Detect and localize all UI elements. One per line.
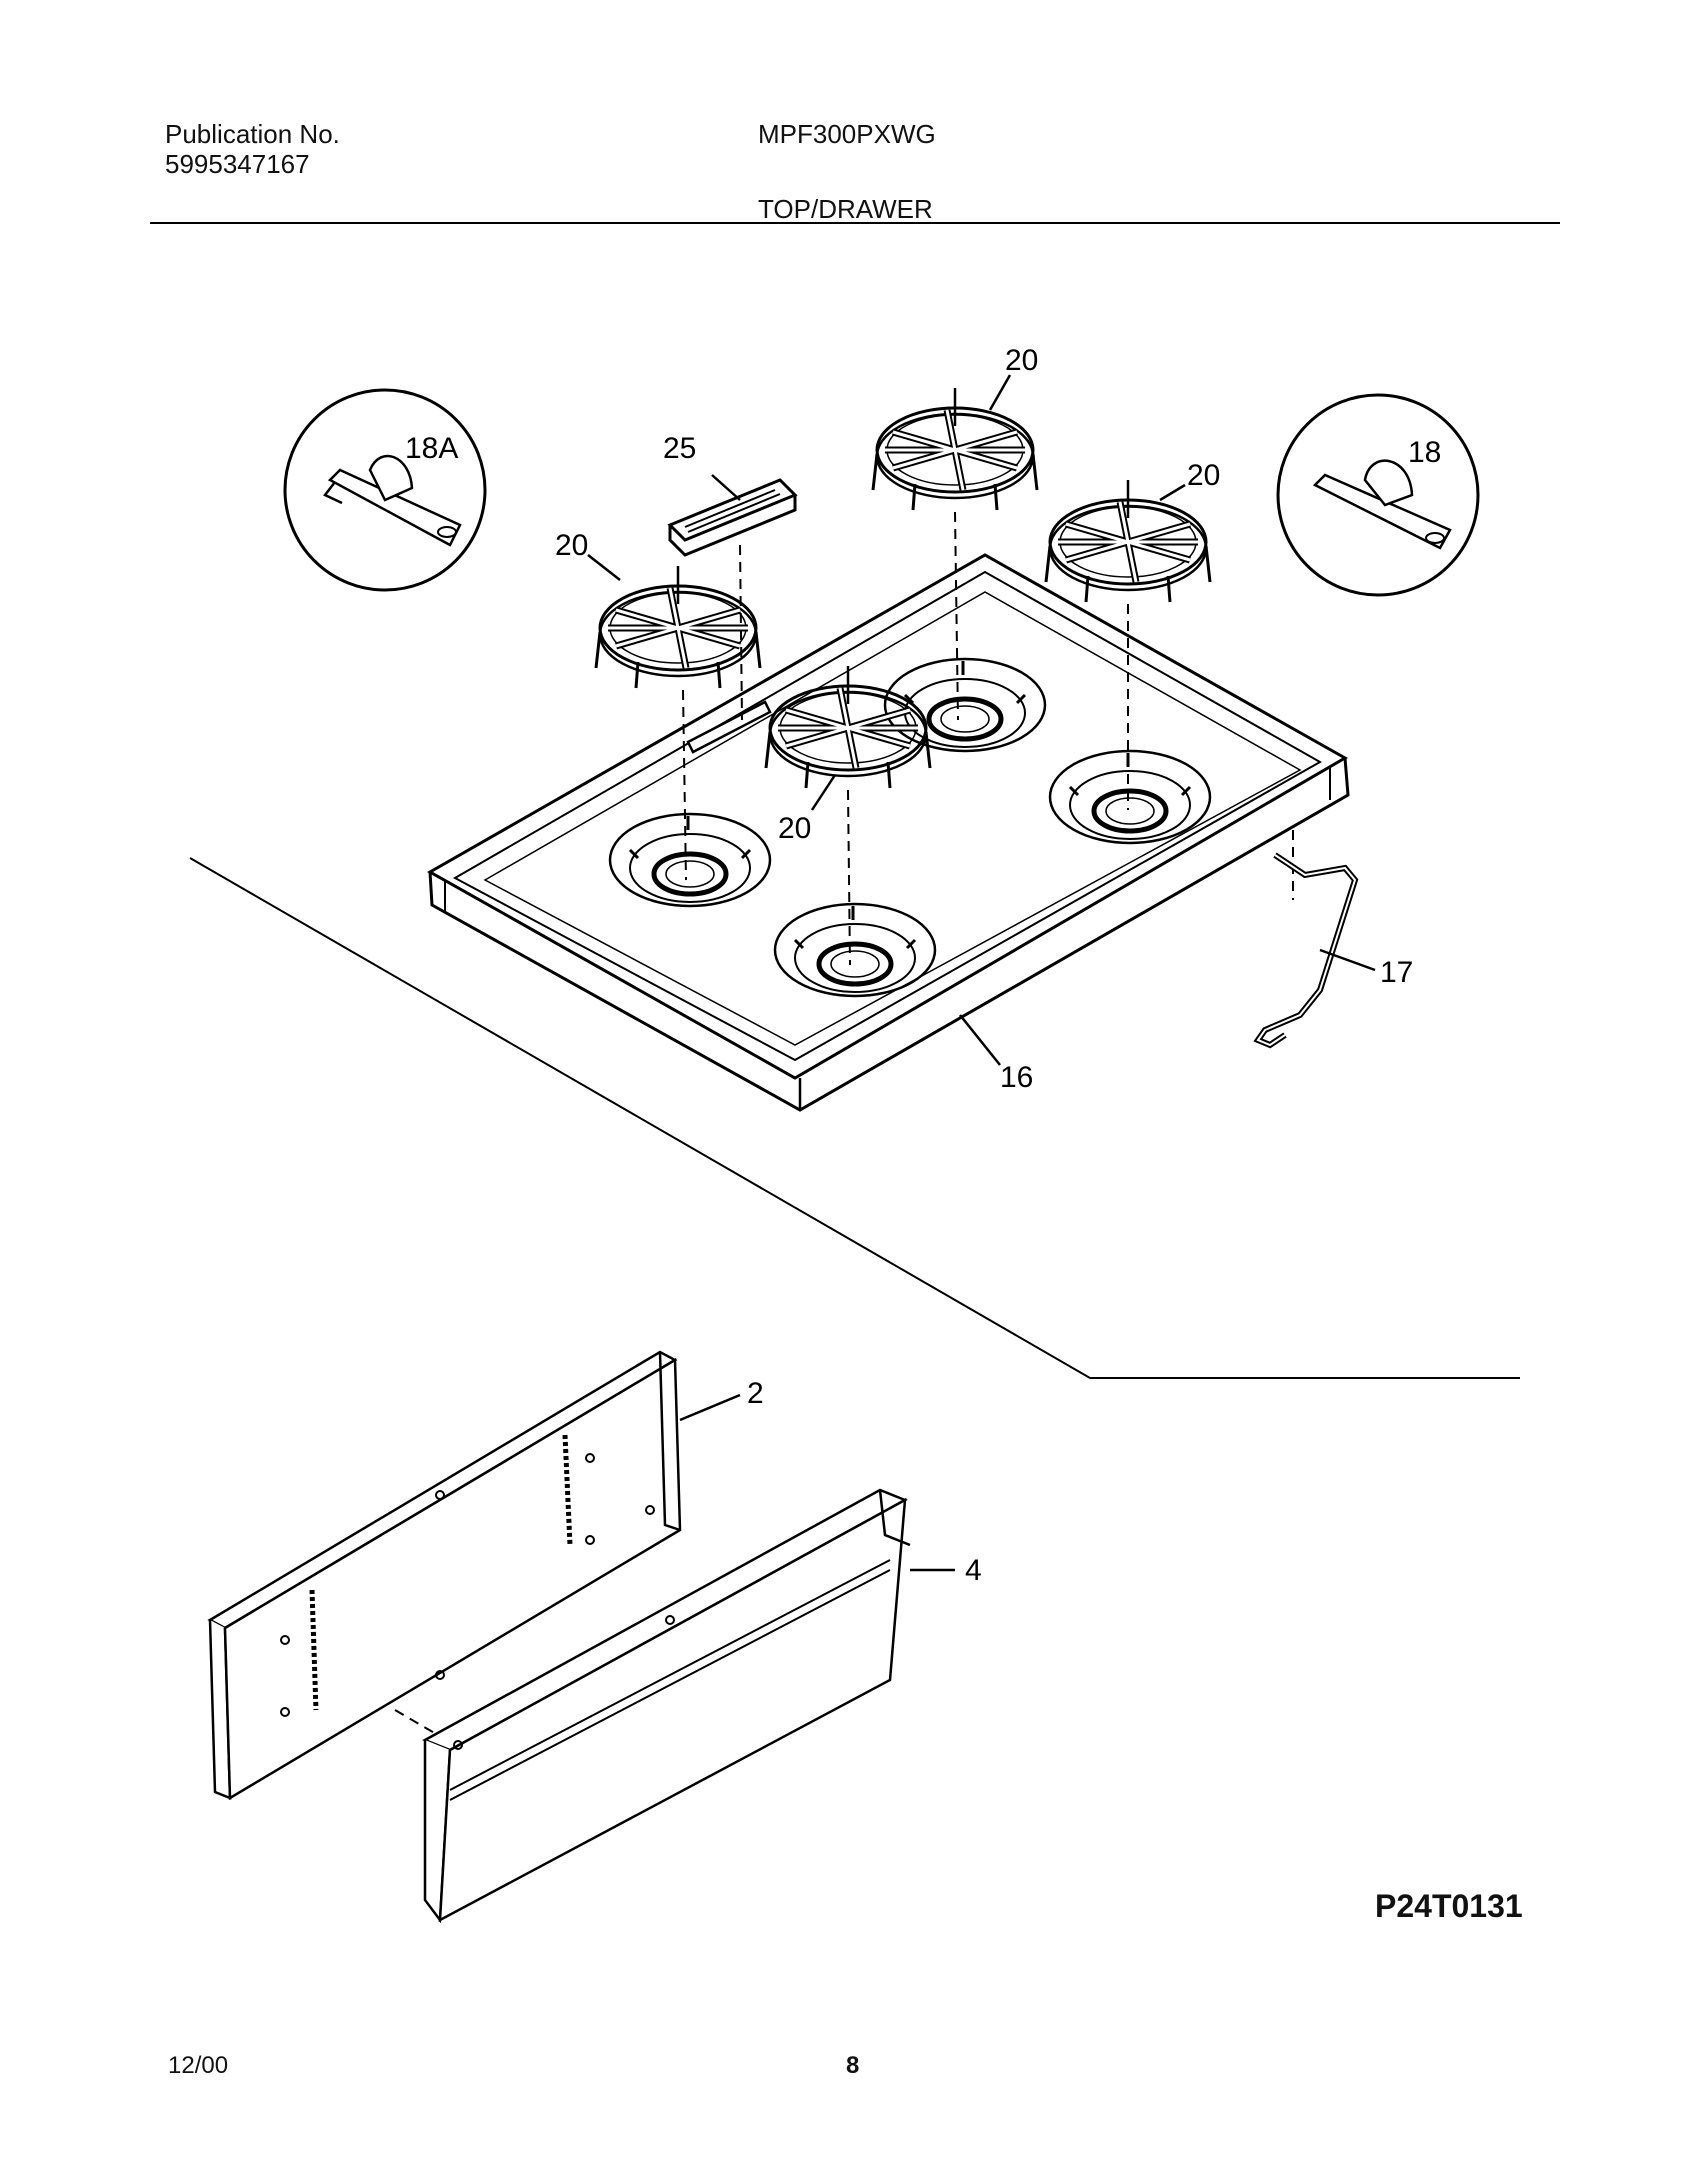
section-title: TOP/DRAWER (758, 194, 933, 224)
callout-20-left: 20 (555, 529, 588, 562)
model-number: MPF300PXWG (758, 119, 936, 149)
header-rule (150, 222, 1560, 224)
grate-left (596, 566, 760, 688)
vent-trim (667, 478, 798, 557)
callout-20-right: 20 (1187, 459, 1220, 492)
drawer-front (422, 1488, 911, 1924)
floor-line (189, 857, 1520, 1379)
inset-bracket-18 (1276, 393, 1480, 597)
vent-trim-seat (686, 700, 772, 754)
diagram-code: P24T0131 (1375, 1888, 1523, 1924)
callout-18A: 18A (405, 432, 458, 465)
page-number: 8 (846, 2052, 860, 2079)
publication-number: 5995347167 (165, 149, 310, 179)
cooktop (426, 553, 1350, 1112)
inset-bracket-18A (283, 388, 487, 592)
anti-tip-wire (1253, 852, 1359, 1049)
callout-4: 4 (965, 1554, 982, 1587)
callout-20-center: 20 (778, 812, 811, 845)
callout-20-rear: 20 (1005, 344, 1038, 377)
grate-right (1046, 480, 1210, 602)
callout-25: 25 (663, 432, 696, 465)
callout-17: 17 (1380, 956, 1413, 989)
publication-label: Publication No. (165, 119, 340, 149)
callout-16: 16 (1000, 1061, 1033, 1094)
grate-rear (873, 388, 1037, 510)
leader-lines (587, 374, 1376, 1572)
callout-2: 2 (747, 1377, 764, 1410)
callout-18: 18 (1408, 436, 1441, 469)
drawer-back-panel (207, 1350, 682, 1801)
footer-date: 12/00 (168, 2052, 229, 2079)
